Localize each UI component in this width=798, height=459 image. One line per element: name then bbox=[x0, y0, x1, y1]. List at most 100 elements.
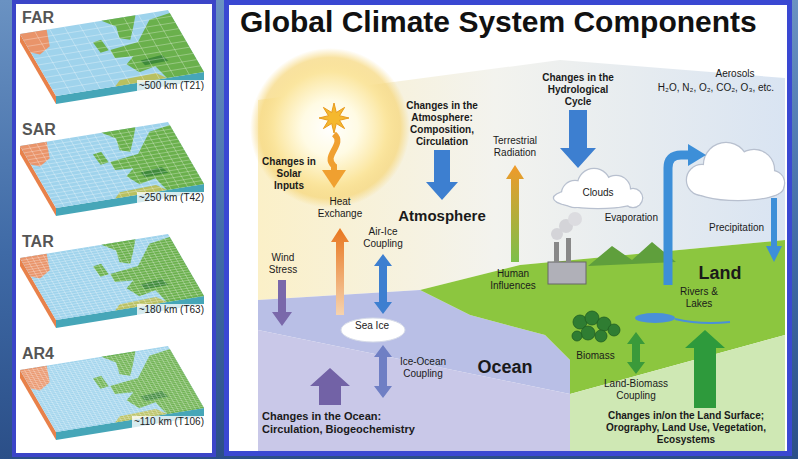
grid-map-tile: FAR ~500 km (T21) bbox=[18, 6, 210, 110]
cloud bbox=[554, 169, 642, 208]
cloud-label-slot: Clouds bbox=[570, 187, 626, 199]
change-label-slot: Changes in/on the Land Surface; Orograph… bbox=[588, 410, 784, 446]
tree bbox=[572, 331, 582, 341]
river bbox=[675, 319, 730, 323]
report-name: FAR bbox=[22, 9, 54, 27]
tree bbox=[595, 330, 607, 342]
change-label: Changes in Solar Inputs bbox=[261, 156, 317, 192]
solar-arrow bbox=[331, 134, 338, 172]
change-label-slot: Changes in the Ocean: Circulation, Bioge… bbox=[262, 410, 442, 436]
report-name: SAR bbox=[22, 121, 56, 139]
grid-line bbox=[34, 35, 182, 59]
process-label-slot: Wind Stress bbox=[258, 252, 308, 276]
process-label: Terrestrial Radiation bbox=[485, 135, 545, 159]
grid-line bbox=[48, 394, 196, 418]
grid-line bbox=[46, 279, 194, 303]
precipitation-arrow-head bbox=[766, 246, 782, 262]
grid-line bbox=[38, 41, 186, 65]
grid-line bbox=[28, 248, 176, 272]
grid-line bbox=[45, 277, 193, 301]
grid-line bbox=[35, 260, 183, 284]
grid-line bbox=[46, 167, 194, 191]
feature-label: Biomass bbox=[568, 350, 623, 362]
process-label: Ice-Ocean Coupling bbox=[392, 356, 454, 380]
grid-line bbox=[31, 253, 179, 277]
grid-line bbox=[39, 267, 187, 291]
atmosphere-arrow bbox=[426, 150, 458, 200]
aerosol-list-slot: H₂O, N₂, O₂, CO₂, O₃, etc. bbox=[648, 82, 784, 94]
feature-label-slot: Biomass bbox=[568, 350, 623, 362]
grid-line bbox=[41, 270, 189, 294]
change-label-slot: Changes in the Atmosphere: Composition, … bbox=[394, 100, 490, 148]
smoke bbox=[568, 212, 582, 226]
change-label: Changes in the Hydrological Cycle bbox=[535, 72, 621, 108]
factory bbox=[548, 212, 586, 284]
tree bbox=[581, 326, 595, 340]
mountains bbox=[588, 242, 676, 266]
wind-arrow bbox=[272, 280, 292, 326]
process-label-slot: Heat Exchange bbox=[312, 196, 368, 220]
grid-map-tile: SAR ~250 km (T42) bbox=[18, 118, 210, 222]
grid-map-tile: AR4 ~110 km (T106) bbox=[18, 342, 210, 446]
process-label-slot: Precipitation bbox=[696, 222, 764, 234]
mountain-area bbox=[141, 55, 169, 65]
air-ice-arrow bbox=[374, 254, 392, 314]
region-label: Land bbox=[690, 262, 750, 284]
resolution-label: ~180 km (T63) bbox=[137, 304, 206, 316]
grid-map-tile: TAR ~180 km (T63) bbox=[18, 230, 210, 334]
evaporation-arrow-head bbox=[688, 144, 706, 166]
diagram-title: Global Climate System Components bbox=[240, 5, 788, 39]
heat-arrow bbox=[331, 228, 349, 315]
tree bbox=[608, 324, 620, 336]
grid-line bbox=[30, 139, 178, 163]
process-label-slot: Evaporation bbox=[592, 212, 658, 224]
region-label-slot: Land bbox=[690, 262, 750, 284]
radiation-arrow bbox=[506, 165, 524, 262]
trees bbox=[572, 311, 620, 342]
change-label: Changes in the Ocean: Circulation, Bioge… bbox=[262, 410, 442, 436]
grid-line bbox=[32, 143, 180, 167]
process-label-slot: Land-Biomass Coupling bbox=[594, 378, 678, 402]
cloud-outline bbox=[554, 169, 642, 208]
grid-line bbox=[28, 136, 176, 160]
grid-line bbox=[32, 255, 180, 279]
precipitation-arrow bbox=[771, 198, 777, 248]
ice-ocean-arrow bbox=[374, 345, 392, 398]
factory-building bbox=[548, 262, 586, 284]
region-label: Atmosphere bbox=[382, 207, 502, 225]
process-label: Air-Ice Coupling bbox=[358, 226, 408, 250]
resolution-label: ~500 km (T21) bbox=[137, 80, 206, 92]
feature-label: Sea Ice bbox=[347, 320, 397, 332]
region-label-slot: Ocean bbox=[470, 356, 540, 378]
resolution-label: ~110 km (T106) bbox=[132, 416, 206, 428]
change-label: Changes in/on the Land Surface; Orograph… bbox=[588, 410, 784, 446]
grid-line bbox=[36, 150, 184, 174]
report-name: AR4 bbox=[22, 345, 54, 363]
change-label-slot: Changes in the Hydrological Cycle bbox=[535, 72, 621, 108]
grid-line bbox=[48, 282, 196, 306]
grid-line bbox=[34, 258, 182, 282]
solar-arrow-head bbox=[322, 170, 346, 188]
grid-line bbox=[42, 272, 190, 296]
process-label: Heat Exchange bbox=[312, 196, 368, 220]
grid-line bbox=[34, 146, 182, 170]
grid-line bbox=[48, 170, 196, 194]
sun-glow bbox=[250, 48, 410, 208]
cloud bbox=[687, 143, 784, 200]
feature-label-slot: Rivers & Lakes bbox=[670, 286, 728, 310]
change-label-slot: Changes in Solar Inputs bbox=[261, 156, 317, 192]
report-name: TAR bbox=[22, 233, 54, 251]
process-label-slot: Air-Ice Coupling bbox=[358, 226, 408, 250]
grid-line bbox=[30, 251, 178, 275]
chimney bbox=[554, 242, 559, 262]
hydrology-arrow bbox=[560, 110, 596, 168]
land-mass bbox=[93, 40, 109, 53]
ocean-front-face bbox=[258, 330, 570, 451]
sun-star bbox=[319, 103, 349, 133]
cloud-outline bbox=[687, 143, 784, 200]
resolution-label: ~250 km (T42) bbox=[137, 192, 206, 204]
process-label-slot: Human Influences bbox=[476, 268, 550, 292]
region-label-slot: Atmosphere bbox=[382, 207, 502, 225]
feature-label-slot: Sea Ice bbox=[347, 320, 397, 332]
